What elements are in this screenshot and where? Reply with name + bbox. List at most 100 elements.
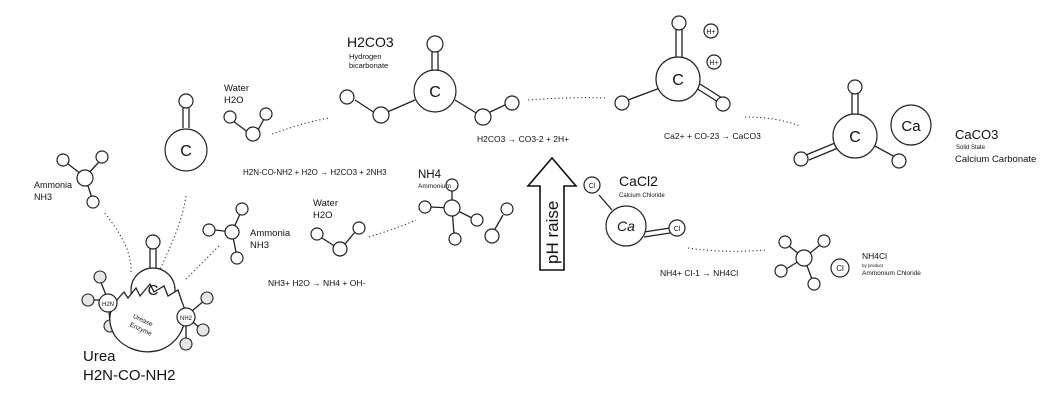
hydrogen-atom	[310, 227, 324, 241]
oxygen-atom	[484, 228, 500, 244]
carbon-atom	[832, 113, 878, 159]
hydrogen-atom	[339, 89, 355, 105]
ammonia-molecule-mid	[202, 202, 249, 265]
atom-label: H+	[706, 29, 715, 36]
calcium-carbonate-molecule	[793, 79, 932, 169]
atom-label: C	[180, 143, 192, 160]
carbonyl-fragment	[164, 93, 208, 172]
oxygen-atom	[671, 15, 687, 31]
hydrogen-ion	[703, 23, 719, 39]
carbon-atom	[164, 128, 208, 172]
hydrogen-bicarbonate-molecule	[339, 35, 520, 126]
cacl2-formula: CaCl2	[619, 173, 658, 189]
hydrogen-atom	[807, 277, 821, 291]
water-mid-label: Water	[313, 198, 338, 209]
water-top-formula: H2O	[224, 95, 244, 106]
ammonia-mid-formula: NH3	[250, 240, 269, 251]
labels: H2CO3 Hydrogen bicarbonate Water H2O Amm…	[34, 34, 1036, 384]
hydrogen-atom	[817, 234, 831, 248]
carbonic-acid-equation: H2CO3 → CO3-2 + 2H+	[477, 134, 569, 144]
atom-label: Ca	[901, 118, 921, 135]
water-molecule-top	[223, 107, 273, 142]
water-mid-formula: H2O	[313, 210, 333, 221]
nitrogen-atom	[795, 249, 813, 267]
caco3-state: Solid State	[956, 145, 986, 151]
hydrogen-atom	[95, 150, 109, 164]
urea-formula: H2N-CO-NH2	[83, 367, 176, 384]
oxygen-atom	[847, 79, 863, 95]
chlorine-atom	[668, 219, 686, 237]
oxygen-atom	[891, 153, 907, 169]
hydrogen-atom	[352, 221, 366, 235]
hydrogen-atom	[445, 178, 459, 192]
oxygen-atom	[178, 93, 194, 109]
hydrogen-atom	[504, 95, 520, 111]
atom-label: C	[849, 129, 861, 146]
atom-label: C	[429, 84, 441, 101]
carbon-atom	[655, 56, 701, 102]
hydrogen-atom	[448, 232, 462, 246]
nh4cl-name: Ammonium Chloride	[862, 270, 921, 277]
calcium-carbonate-equation: Ca2+ + CO-23 → CaCO3	[664, 131, 761, 141]
hydrogen-atom	[470, 213, 484, 227]
atom-label: H2N	[102, 302, 114, 308]
ammonia-mid-label: Ammonia	[250, 228, 291, 239]
calcium-chloride-molecule	[583, 176, 686, 247]
atom-label: Ca	[617, 218, 635, 234]
up-arrow-icon	[526, 156, 578, 271]
atom-label: Cl	[589, 183, 596, 190]
ammonia-left-formula: NH3	[34, 192, 52, 202]
chlorine-atom	[583, 176, 601, 194]
cacl2-name: Calcium Chloride	[619, 193, 665, 199]
atom-label: Cl	[836, 264, 844, 273]
hydrogen-atom	[774, 264, 788, 278]
oxygen-atom	[426, 35, 444, 53]
urea-hydrolysis-equation: H2N-CO-NH2 + H2O → H2CO3 + 2NH3	[243, 168, 387, 177]
nitrogen-atom	[98, 293, 118, 313]
hydrogen-ion	[706, 54, 722, 70]
ammonium-chloride-molecule	[774, 234, 850, 291]
oxygen-atom	[372, 106, 390, 124]
caco3-name: Calcium Carbonate	[955, 154, 1036, 165]
hydrogen-atom	[223, 110, 237, 124]
oxygen-atom	[145, 234, 161, 250]
ph-raise-label: pH raise	[543, 201, 562, 264]
hydrogen-atom	[259, 107, 273, 121]
ammonium-equation: NH3+ H2O → NH4 + OH-	[268, 278, 365, 288]
nh4cl-note: by product	[862, 263, 884, 268]
hydrogen-atom	[86, 195, 100, 209]
atom-label: NH2	[180, 316, 193, 322]
carbon-atom	[413, 69, 457, 113]
atom-label: Cl	[674, 226, 681, 233]
h2co3-name-1: Hydrogen	[349, 52, 382, 61]
urea-enzyme-complex	[81, 234, 214, 353]
hydrogen-atom	[418, 200, 432, 214]
caco3-formula: CaCO3	[955, 127, 998, 142]
hydrogen-atom	[235, 202, 249, 216]
atom-label: C	[672, 72, 684, 89]
ammonium-formula: NH4	[418, 169, 442, 181]
oxygen-atom	[332, 241, 348, 257]
h2co3-name-2: bicarbonate	[349, 61, 388, 70]
carbonate-ion-molecule	[614, 15, 731, 112]
hydrogen-atom	[500, 202, 514, 216]
oxygen-atom	[793, 151, 809, 167]
hydrogen-atom	[230, 251, 244, 265]
oxygen-atom	[614, 95, 630, 111]
water-top-label: Water	[224, 83, 249, 94]
ammonia-left-label: Ammonia	[34, 180, 72, 190]
urease-enzyme-icon	[109, 282, 186, 353]
ammonium-name: Ammonium	[418, 183, 451, 190]
nitrogen-atom	[443, 199, 461, 217]
ammonia-molecule-left	[56, 150, 109, 209]
h2co3-formula: H2CO3	[347, 34, 394, 50]
nitrogen-atom	[176, 307, 196, 327]
atom-letters: C C C Ca C C Ca Cl Cl Cl H+ H+ H2N NH2	[102, 29, 921, 322]
nh4cl-formula: NH4Cl	[862, 251, 887, 261]
oxygen-atom	[245, 126, 261, 142]
nitrogen-atom	[224, 224, 240, 240]
urea-name: Urea	[83, 348, 116, 365]
ammonium-ion-molecule	[418, 178, 514, 246]
